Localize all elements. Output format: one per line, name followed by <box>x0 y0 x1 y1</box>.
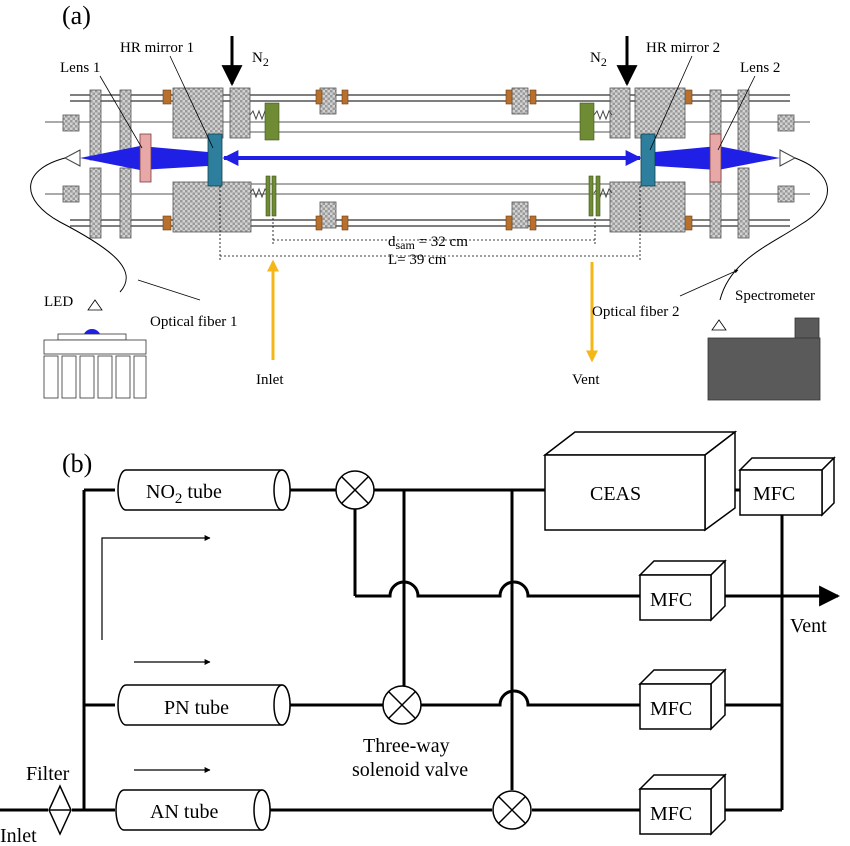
n2-left-label: N2 <box>252 50 269 69</box>
inlet-label-a: Inlet <box>256 372 284 388</box>
vent-label-a: Vent <box>572 372 600 388</box>
vent-label-b: Vent <box>790 615 827 637</box>
mfc-pn: MFC <box>638 668 727 731</box>
filter-label: Filter <box>26 763 70 785</box>
hr-mirror-1-shape <box>207 133 223 187</box>
end-posts <box>62 87 795 239</box>
valve-label-line1: Three-way <box>363 735 450 757</box>
ceas-box <box>542 430 738 532</box>
dimension-lines <box>219 186 641 260</box>
fiber-2-leader <box>679 269 739 297</box>
an-tube: AN tube <box>115 789 271 831</box>
panel-a: (a) <box>30 1 828 401</box>
purge-seals <box>264 102 601 217</box>
dsam-label: dsam = 32 cm <box>388 234 468 252</box>
spectrometer-box <box>707 317 821 401</box>
valve-no2 <box>335 470 375 510</box>
panel-b-label: (b) <box>62 449 92 478</box>
mfc-vent: MFC <box>638 559 727 622</box>
mirror-mount-blocks <box>172 87 686 233</box>
mfc-top: MFC <box>738 456 836 517</box>
valve-an <box>492 790 532 830</box>
light-beam <box>80 146 780 170</box>
fiber-tips <box>63 149 797 167</box>
an-tube-label: AN tube <box>150 801 218 823</box>
spectrometer-label: Spectrometer <box>735 288 815 304</box>
lens-2-shape <box>709 133 722 183</box>
hr-mirror-2-label: HR mirror 2 <box>646 40 720 56</box>
hr-mirror-2-shape <box>640 133 656 187</box>
lens-1-shape <box>139 133 152 183</box>
led-label: LED <box>44 294 73 310</box>
rod-clamps <box>162 89 693 231</box>
cell-tube <box>230 131 620 185</box>
pn-tube-label: PN tube <box>164 697 229 719</box>
ceas-label: CEAS <box>590 483 641 505</box>
optical-fiber-2-label: Optical fiber 2 <box>592 304 679 320</box>
mfc-vent-label: MFC <box>650 589 692 611</box>
led-source <box>43 299 147 399</box>
flow-lines <box>0 488 784 812</box>
filter-shape <box>48 784 72 836</box>
panel-a-label: (a) <box>62 1 91 30</box>
n2-right-label: N2 <box>590 50 607 69</box>
mfc-top-label: MFC <box>753 483 795 505</box>
hr-mirror-1-label: HR mirror 1 <box>120 40 194 56</box>
lens-2-label: Lens 2 <box>740 60 780 76</box>
panel-b: (b) <box>0 430 841 846</box>
no2-tube: NO2 tube <box>117 469 291 511</box>
mfc-an-label: MFC <box>650 803 692 825</box>
valve-label-line2: solenoid valve <box>352 759 468 781</box>
mfc-pn-label: MFC <box>650 698 692 720</box>
mfc-an: MFC <box>638 773 727 836</box>
optical-fiber-1-path <box>30 157 127 293</box>
cavity-length-label: L= 39 cm <box>388 252 447 268</box>
fiber-1-leader <box>137 279 201 301</box>
optical-fiber-2-path <box>719 157 828 301</box>
optical-fiber-1-label: Optical fiber 1 <box>150 314 237 330</box>
flow-direction-arrows <box>101 535 211 773</box>
lens-1-label: Lens 1 <box>60 60 100 76</box>
leader-lines <box>99 55 756 151</box>
inlet-label-b: Inlet <box>0 825 37 846</box>
valve-pn <box>382 685 422 725</box>
pn-tube: PN tube <box>117 684 291 726</box>
no2-tube-label: NO2 tube <box>146 481 222 507</box>
